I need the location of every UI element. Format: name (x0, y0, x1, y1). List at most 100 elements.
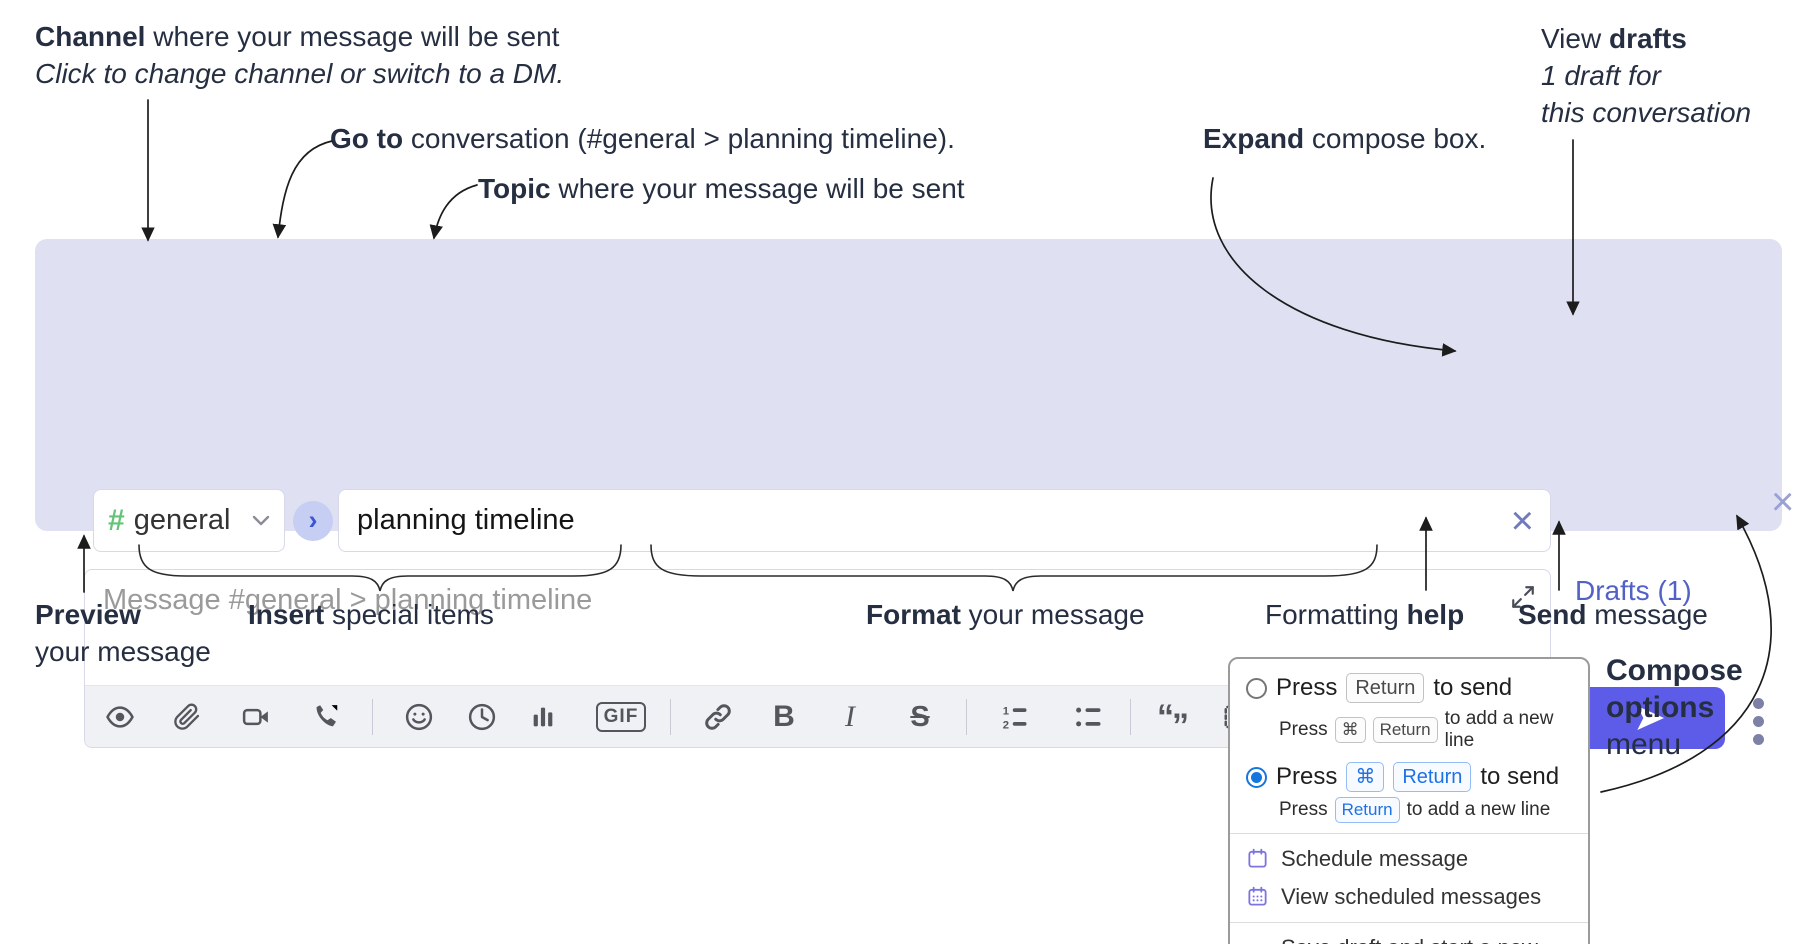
view-drafts-note-bold: drafts (1608, 23, 1687, 54)
toolbar-divider (372, 699, 373, 735)
toolbar-divider (966, 699, 967, 735)
compose-options-label-2: options (1606, 691, 1715, 724)
chevron-down-icon (252, 515, 270, 526)
enter-sends-option[interactable]: Press Return to send (1246, 673, 1572, 703)
opt1-after: to send (1433, 674, 1513, 701)
cmd-key: ⌘ (1334, 717, 1366, 743)
opt2-press: Press (1276, 763, 1338, 790)
compose-options-label-3: menu (1606, 728, 1682, 761)
expand-note: Expand compose box. (1203, 120, 1486, 157)
expand-compose-icon[interactable] (1510, 584, 1536, 615)
strikethrough-icon[interactable]: S (897, 686, 943, 747)
channel-hash-icon: # (108, 503, 125, 537)
gif-icon[interactable]: GIF (593, 686, 649, 747)
format-label-rest: your message (960, 599, 1145, 630)
opt1-sub-press: Press (1279, 719, 1328, 740)
preview-label: Preview your message (35, 596, 211, 670)
italic-icon[interactable]: I (827, 686, 873, 747)
cmd-enter-sends-option[interactable]: Press ⌘ Return to send (1246, 762, 1572, 792)
calendar-icon (1248, 849, 1267, 868)
topic-input[interactable] (339, 504, 1495, 537)
svg-text:2: 2 (1003, 719, 1009, 731)
expand-note-bold: Expand (1203, 123, 1305, 154)
goto-note-rest: conversation (#general > planning timeli… (403, 123, 955, 154)
formatting-help-label-bold: help (1406, 599, 1465, 630)
svg-text:1: 1 (1003, 706, 1009, 718)
format-label: Format your message (866, 596, 1145, 633)
strike-label: S (910, 700, 930, 733)
emoji-icon[interactable] (396, 686, 442, 747)
return-key: Return (1346, 673, 1425, 703)
poll-icon[interactable] (520, 686, 566, 747)
view-drafts-note-normal: View (1541, 23, 1609, 54)
save-draft-label: Save draft and start a new message (1281, 935, 1572, 944)
bold-icon[interactable]: B (761, 686, 807, 747)
channel-note-bold: Channel (35, 21, 146, 52)
opt2-sub-after: to add a new line (1406, 798, 1551, 820)
global-time-icon[interactable] (459, 686, 505, 747)
save-draft-item[interactable]: Save draft and start a new message (1246, 929, 1572, 944)
view-drafts-note-sub1: 1 draft for (1541, 60, 1661, 91)
cmd-enter-sends-option-sub: Press Return to add a new line (1279, 797, 1572, 823)
go-to-conversation-button[interactable]: › (293, 501, 333, 541)
view-drafts-note: View drafts 1 draft for this conversatio… (1541, 20, 1751, 131)
view-scheduled-messages-item[interactable]: View scheduled messages (1246, 878, 1572, 916)
format-label-bold: Format (866, 599, 961, 630)
send-label-rest: message (1586, 599, 1708, 630)
goto-note-bold: Go to (330, 123, 404, 154)
compose-options-label-1: Compose (1606, 654, 1743, 687)
enter-sends-option-sub: Press ⌘ Return to add a new line (1279, 708, 1572, 752)
preview-label-sub: your message (35, 636, 211, 667)
video-call-icon[interactable] (233, 686, 279, 747)
topic-note-bold: Topic (478, 173, 551, 204)
send-label: Send message (1518, 596, 1708, 633)
close-compose-icon[interactable]: × (1771, 480, 1795, 524)
compose-options-label: Compose options menu (1606, 652, 1743, 763)
cmd-key: ⌘ (1346, 762, 1385, 792)
insert-label: Insert special items (248, 596, 494, 633)
return-key: Return (1393, 762, 1472, 792)
topic-note-rest: where your message will be sent (550, 173, 965, 204)
chevron-right-icon: › (308, 504, 318, 535)
goto-arrow (272, 140, 333, 239)
topic-note: Topic where your message will be sent (478, 170, 965, 207)
opt2-sub-press: Press (1279, 798, 1328, 820)
radio-unselected-icon[interactable] (1246, 677, 1267, 699)
clear-topic-icon[interactable]: × (1510, 498, 1534, 543)
schedule-message-item[interactable]: Schedule message (1246, 840, 1572, 878)
preview-label-bold: Preview (35, 599, 141, 630)
compose-options-menu: Press Return to send Press ⌘ Return to a… (1228, 657, 1590, 944)
channel-note: Channel where your message will be sent … (35, 18, 564, 92)
radio-selected-icon[interactable] (1246, 766, 1267, 788)
channel-selector[interactable]: # general (93, 489, 285, 552)
return-key: Return (1334, 797, 1400, 823)
preview-icon[interactable] (97, 686, 143, 747)
attach-file-icon[interactable] (164, 686, 210, 747)
channel-note-sub: Click to change channel or switch to a D… (35, 58, 565, 89)
send-label-bold: Send (1518, 599, 1587, 630)
view-drafts-note-sub2: this conversation (1541, 97, 1752, 128)
toolbar-divider (1130, 699, 1131, 735)
bulleted-list-icon[interactable] (1065, 686, 1111, 747)
calendar-grid-icon (1248, 887, 1267, 906)
menu-divider (1230, 832, 1588, 834)
voice-call-icon[interactable] (303, 686, 349, 747)
goto-note: Go to conversation (#general > planning … (330, 120, 955, 157)
quote-icon[interactable]: “” (1157, 698, 1189, 745)
view-scheduled-messages-label: View scheduled messages (1281, 883, 1542, 909)
toolbar-divider (670, 699, 671, 735)
gif-label: GIF (595, 702, 647, 732)
opt2-after: to send (1480, 763, 1560, 790)
link-icon[interactable] (695, 686, 741, 747)
opt1-press: Press (1276, 674, 1338, 701)
topic-arrow (429, 184, 478, 240)
menu-divider (1230, 921, 1588, 923)
insert-label-rest: special items (324, 599, 494, 630)
compose-options-button[interactable] (1746, 698, 1770, 745)
opt1-sub-after: to add a new line (1444, 708, 1554, 751)
insert-label-bold: Insert (248, 599, 325, 630)
schedule-message-label: Schedule message (1281, 845, 1469, 871)
quote-open-glyph: “ (1157, 698, 1174, 736)
